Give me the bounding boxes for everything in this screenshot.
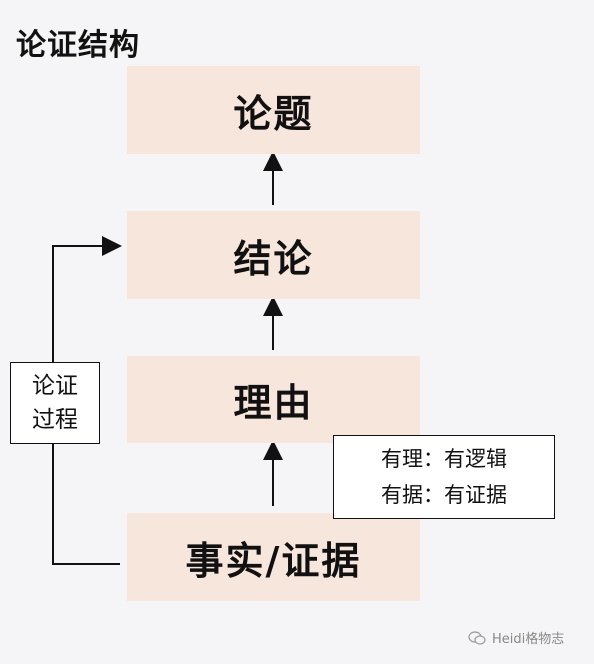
- thesis-label: 论题: [233, 91, 314, 136]
- fact-evidence-box: 事实/证据: [127, 513, 420, 601]
- diagram-title: 论证结构: [16, 28, 140, 63]
- thesis-box: 论题: [127, 66, 420, 154]
- reason-label: 理由: [233, 381, 314, 425]
- note-line2: 有据：有证据: [381, 483, 507, 507]
- watermark: Heidi格物志: [468, 628, 564, 647]
- reason-box: 理由: [127, 356, 420, 443]
- criteria-note: 有理：有逻辑 有据：有证据: [333, 435, 555, 519]
- process-label-line1: 论证: [32, 373, 78, 399]
- conclusion-label: 结论: [233, 236, 314, 281]
- fact-evidence-label: 事实/证据: [185, 538, 362, 583]
- note-line1: 有理：有逻辑: [381, 447, 507, 471]
- wechat-icon: [468, 630, 486, 645]
- argument-process-label: 论证 过程: [10, 362, 100, 444]
- conclusion-box: 结论: [127, 211, 420, 299]
- watermark-text: Heidi格物志: [492, 632, 565, 647]
- process-label-line2: 过程: [32, 407, 78, 433]
